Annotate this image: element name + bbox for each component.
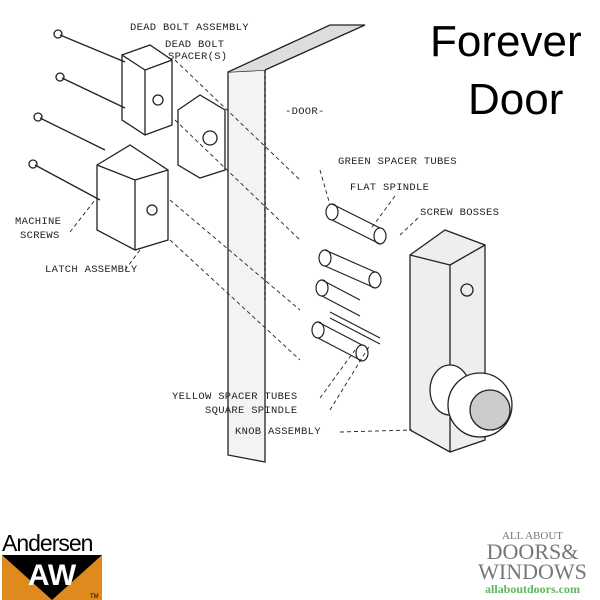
aad-line-3: WINDOWS bbox=[478, 559, 587, 584]
label-flat-spindle: FLAT SPINDLE bbox=[350, 182, 430, 194]
label-yellow-spacer-tubes: YELLOW SPACER TUBES bbox=[172, 391, 298, 403]
spacer-tubes bbox=[311, 203, 387, 362]
knob-assembly bbox=[409, 229, 513, 453]
tm-mark: TM bbox=[90, 594, 99, 600]
label-dead-bolt-spacer-1: DEAD BOLT bbox=[165, 39, 225, 51]
label-square-spindle: SQUARE SPINDLE bbox=[205, 405, 298, 417]
aad-url: allaboutdoors.com bbox=[484, 582, 580, 596]
andersen-aw-logo: AW TM bbox=[2, 555, 102, 600]
dead-bolt-assembly bbox=[121, 44, 173, 136]
door-slab bbox=[227, 24, 366, 463]
label-door: -DOOR- bbox=[285, 106, 325, 118]
label-dead-bolt-spacer-2: SPACER(S) bbox=[168, 51, 228, 63]
label-knob-assembly: KNOB ASSEMBLY bbox=[235, 426, 321, 438]
latch-assembly bbox=[96, 144, 169, 251]
allaboutdoors-logo: ALL ABOUT DOORS& WINDOWS allaboutdoors.c… bbox=[470, 530, 595, 597]
label-screw-bosses: SCREW BOSSES bbox=[420, 207, 500, 219]
title-line-2: Door bbox=[468, 75, 564, 124]
label-latch-assembly: LATCH ASSEMBLY bbox=[45, 264, 138, 276]
label-green-spacer-tubes: GREEN SPACER TUBES bbox=[338, 156, 457, 168]
leader-lines bbox=[69, 59, 419, 433]
label-machine-screws-1: MACHINE bbox=[15, 216, 62, 228]
machine-screws bbox=[28, 29, 126, 201]
aad-line-2: DOORS& bbox=[486, 539, 579, 564]
aw-mark: AW bbox=[28, 559, 77, 592]
label-dead-bolt-assembly: DEAD BOLT ASSEMBLY bbox=[130, 22, 249, 34]
aad-line-1: ALL ABOUT bbox=[501, 530, 563, 542]
dead-bolt-spacer bbox=[177, 94, 226, 179]
label-machine-screws-2: SCREWS bbox=[20, 230, 60, 242]
title-line-1: Forever bbox=[430, 17, 582, 66]
andersen-logo-text: Andersen bbox=[2, 530, 93, 556]
